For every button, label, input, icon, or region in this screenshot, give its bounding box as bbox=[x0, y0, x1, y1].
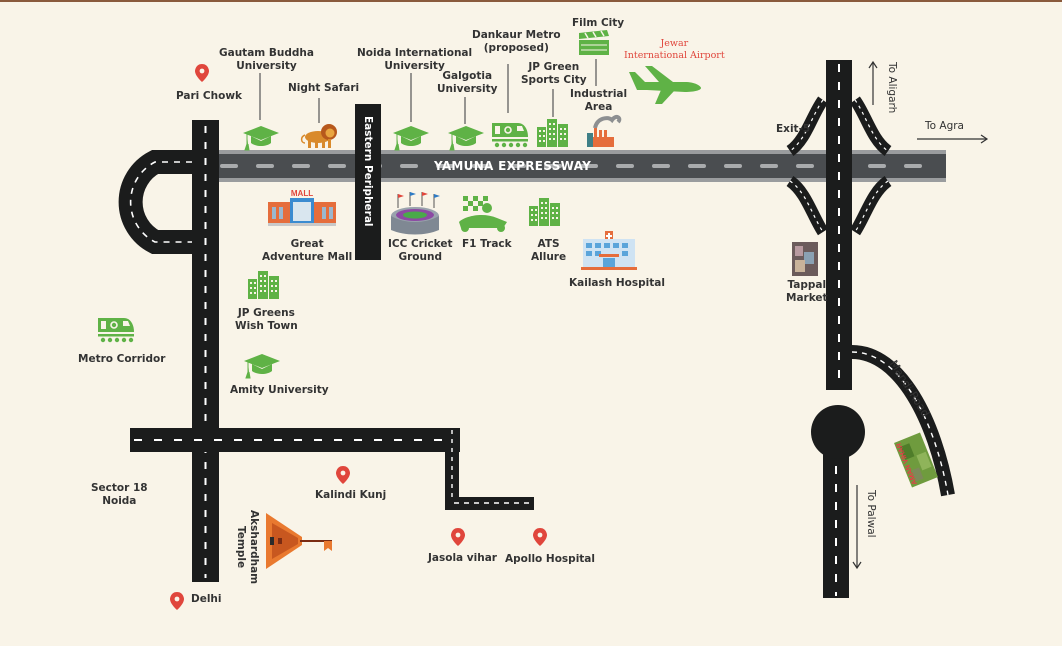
wish-town-line2: Wish Town bbox=[235, 320, 298, 332]
f1-track-label: F1 Track bbox=[462, 238, 512, 250]
kalindi-kunj-label: Kalindi Kunj bbox=[315, 489, 387, 501]
icc-line1: ICC Cricket bbox=[388, 238, 453, 250]
tappal-market-photo bbox=[792, 242, 818, 276]
arrow-to-agra bbox=[917, 134, 989, 144]
lion-icon bbox=[300, 124, 337, 148]
industrial-line1: Industrial bbox=[570, 88, 628, 100]
left-vertical-road bbox=[192, 120, 219, 582]
mandi-road bbox=[851, 345, 955, 497]
airplane-icon bbox=[629, 66, 701, 104]
arrow-to-aligarh bbox=[868, 60, 878, 105]
tappal-line1: Tappal bbox=[787, 279, 827, 291]
jp-greens-wish-town-label: JP Greens Wish Town bbox=[235, 307, 298, 333]
apollo-pin-icon bbox=[533, 528, 547, 546]
akshardham-line1: Akshardham bbox=[248, 510, 260, 585]
akshardham-label: Akshardham Temple bbox=[234, 510, 260, 584]
delhi-pin-icon bbox=[170, 592, 184, 610]
akshardham-line2: Temple bbox=[235, 526, 247, 569]
dankaur-metro-label: Dankaur Metro (proposed) bbox=[472, 29, 561, 55]
mall-line2: Adventure Mall bbox=[262, 251, 353, 263]
jewar-airport-label: Jewar International Airport bbox=[624, 38, 725, 62]
to-palwal-label: To Palwal bbox=[865, 490, 877, 538]
top-border bbox=[0, 0, 1062, 2]
dankaur-line1: Dankaur Metro bbox=[472, 29, 561, 41]
yamuna-expressway bbox=[219, 150, 946, 182]
aligarh-palwal-road bbox=[811, 60, 865, 598]
ats-allure-label: ATS Allure bbox=[531, 238, 566, 264]
exit-5-interchange bbox=[786, 96, 892, 236]
jp-green-line1: JP Green bbox=[528, 61, 580, 73]
noida-intl-line2: University bbox=[384, 60, 445, 72]
ats-line2: Allure bbox=[531, 251, 567, 263]
gautam-buddha-line1: Gautam Buddha bbox=[219, 47, 314, 59]
clapperboard-icon bbox=[579, 30, 609, 55]
metro-corridor-train-icon bbox=[97, 317, 135, 344]
jp-green-sports-label: JP Green Sports City bbox=[521, 61, 587, 87]
icc-line2: Ground bbox=[398, 251, 442, 263]
jp-green-sports-buildings-icon bbox=[537, 119, 568, 147]
sector-18-label: Sector 18 Noida bbox=[91, 482, 148, 508]
kailash-hospital-label: Kailash Hospital bbox=[569, 277, 665, 289]
gautam-buddha-label: Gautam Buddha University bbox=[219, 47, 314, 73]
noida-intl-line1: Noida International bbox=[357, 47, 473, 59]
delhi-connector-road bbox=[130, 428, 534, 510]
eastern-peripheral-road bbox=[355, 104, 381, 260]
sector18-line1: Sector 18 bbox=[91, 482, 148, 494]
industrial-area-label: Industrial Area bbox=[570, 88, 627, 114]
amity-university-label: Amity University bbox=[230, 384, 329, 396]
mall-line1: Great bbox=[290, 238, 324, 250]
arrow-to-palwal bbox=[852, 485, 862, 570]
noida-intl-cap-icon bbox=[392, 125, 430, 151]
metro-corridor-label: Metro Corridor bbox=[78, 353, 166, 365]
u-turn-loop bbox=[118, 150, 192, 254]
great-adventure-mall-label: Great Adventure Mall bbox=[262, 238, 352, 264]
dankaur-metro-train-icon bbox=[491, 122, 529, 148]
pari-chowk-pin-icon bbox=[195, 64, 209, 82]
leader-lines bbox=[259, 59, 597, 124]
jewar-line1: Jewar bbox=[660, 38, 689, 49]
apollo-hospital-label: Apollo Hospital bbox=[505, 553, 595, 565]
delhi-label: Delhi bbox=[191, 593, 222, 605]
jp-greens-wish-town-buildings-icon bbox=[248, 271, 279, 299]
film-city-label: Film City bbox=[572, 17, 625, 29]
mall-sign: MALL bbox=[291, 189, 313, 198]
galgotia-cap-icon bbox=[447, 125, 485, 151]
sector18-line2: Noida bbox=[102, 495, 137, 507]
mall-icon: MALL bbox=[268, 189, 336, 226]
galgotia-label: Galgotia University bbox=[437, 70, 497, 96]
ats-line1: ATS bbox=[537, 238, 560, 250]
jp-green-line2: Sports City bbox=[521, 74, 587, 86]
jewar-line2: International Airport bbox=[624, 50, 725, 61]
exit-5-label: Exit-5 bbox=[776, 123, 811, 135]
night-safari-label: Night Safari bbox=[288, 82, 360, 94]
pari-chowk-label: Pari Chowk bbox=[176, 90, 243, 102]
to-agra-label: To Agra bbox=[925, 120, 964, 132]
icc-cricket-label: ICC Cricket Ground bbox=[388, 238, 453, 264]
amity-cap-icon bbox=[243, 353, 281, 379]
tappal-market-label: Tappal Market bbox=[786, 279, 828, 305]
wish-town-line1: JP Greens bbox=[237, 307, 295, 319]
galgotia-line2: University bbox=[437, 83, 498, 95]
dankaur-line2: (proposed) bbox=[483, 42, 549, 54]
kalindi-kunj-pin-icon bbox=[336, 466, 350, 484]
jasola-vihar-label: Jasola vihar bbox=[428, 552, 497, 564]
hospital-icon bbox=[581, 231, 637, 270]
tappal-line2: Market bbox=[786, 292, 828, 304]
noida-intl-univ-label: Noida International University bbox=[357, 47, 472, 73]
galgotia-line1: Galgotia bbox=[442, 70, 493, 82]
gautam-buddha-cap-icon bbox=[242, 125, 280, 151]
yamuna-expressway-label: YAMUNA EXPRESSWAY bbox=[434, 159, 592, 173]
race-car-icon bbox=[459, 196, 507, 232]
factory-icon bbox=[587, 114, 622, 147]
stadium-icon bbox=[391, 192, 440, 235]
gautam-buddha-line2: University bbox=[236, 60, 297, 72]
jasola-pin-icon bbox=[451, 528, 465, 546]
temple-icon bbox=[266, 513, 332, 569]
ats-allure-buildings-icon bbox=[529, 198, 560, 226]
eastern-peripheral-label: Eastern Peripheral bbox=[362, 116, 374, 227]
industrial-line2: Area bbox=[584, 101, 613, 113]
to-aligarh-label: To Aligarh bbox=[886, 62, 898, 114]
